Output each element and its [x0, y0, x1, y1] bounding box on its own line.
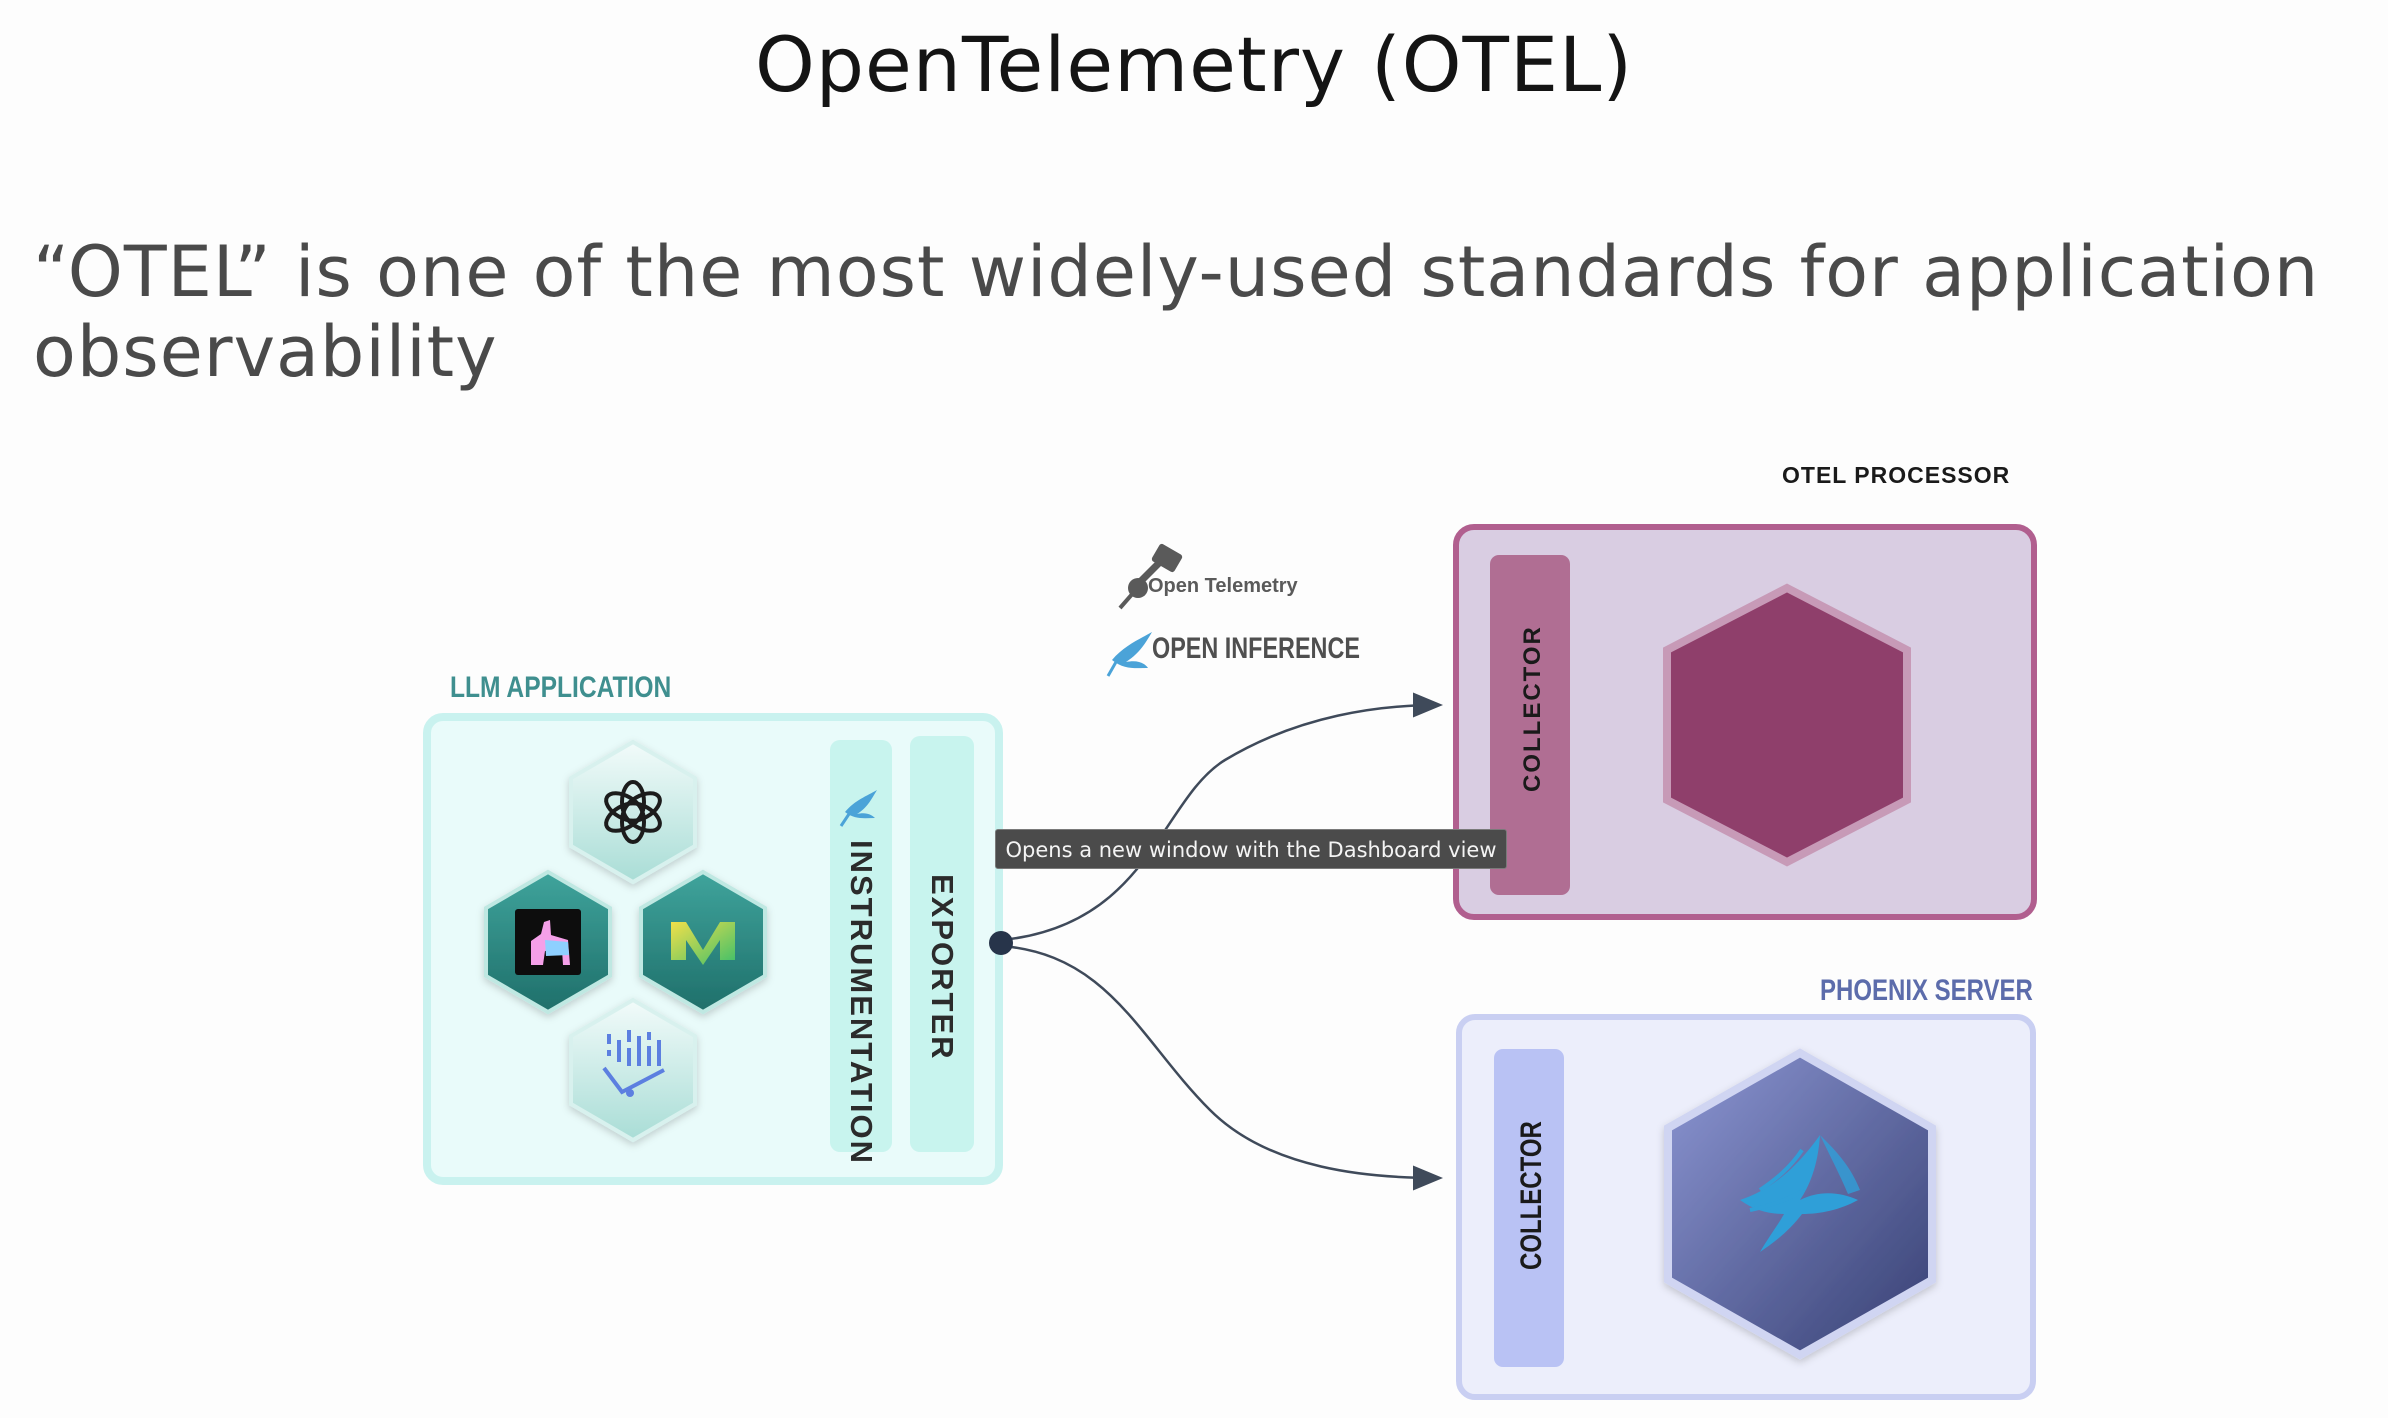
- instrumentation-label: INSTRUMENTATION: [844, 840, 879, 1165]
- opentelemetry-logo-text: Open Telemetry: [1148, 575, 1299, 597]
- phoenix-collector-column: [1494, 1049, 1564, 1367]
- phoenix-bird-icon: [1740, 1135, 1860, 1252]
- otel-collector-label: COLLECTOR: [1519, 625, 1546, 792]
- llm-application-label: LLM APPLICATION: [450, 670, 671, 704]
- exporter-connection-dot: [989, 931, 1013, 955]
- exporter-column: [910, 736, 974, 1152]
- arrow-to-otel-processor: [1001, 692, 1443, 942]
- otel-collector-column: [1490, 555, 1570, 895]
- slide-subtitle: “OTEL” is one of the most widely-used st…: [33, 231, 2320, 393]
- dashboard-tooltip: Opens a new window with the Dashboard vi…: [995, 829, 1507, 869]
- otel-processor-hexagon: [1663, 583, 1911, 867]
- weaviate-icon: [639, 869, 767, 1015]
- exporter-label: EXPORTER: [925, 874, 960, 1061]
- otel-processor-label: OTEL PROCESSOR: [1782, 462, 2010, 488]
- phoenix-server-label: PHOENIX SERVER: [1820, 972, 2033, 1006]
- llamaindex-icon: [484, 869, 612, 1015]
- slide-title: OpenTelemetry (OTEL): [754, 20, 1633, 109]
- opentelemetry-logo-icon: [1118, 543, 1183, 610]
- openinference-logo-text: OPEN INFERENCE: [1152, 631, 1360, 664]
- openinference-small-icon: [839, 790, 877, 827]
- instrumentation-column: [830, 740, 892, 1152]
- openai-icon: [569, 739, 697, 885]
- openinference-logo-icon: [1106, 632, 1152, 677]
- phoenix-collector-label: COLLECTOR: [1513, 1121, 1547, 1270]
- arrow-to-phoenix-server: [1001, 944, 1443, 1191]
- dspy-icon: [569, 997, 697, 1143]
